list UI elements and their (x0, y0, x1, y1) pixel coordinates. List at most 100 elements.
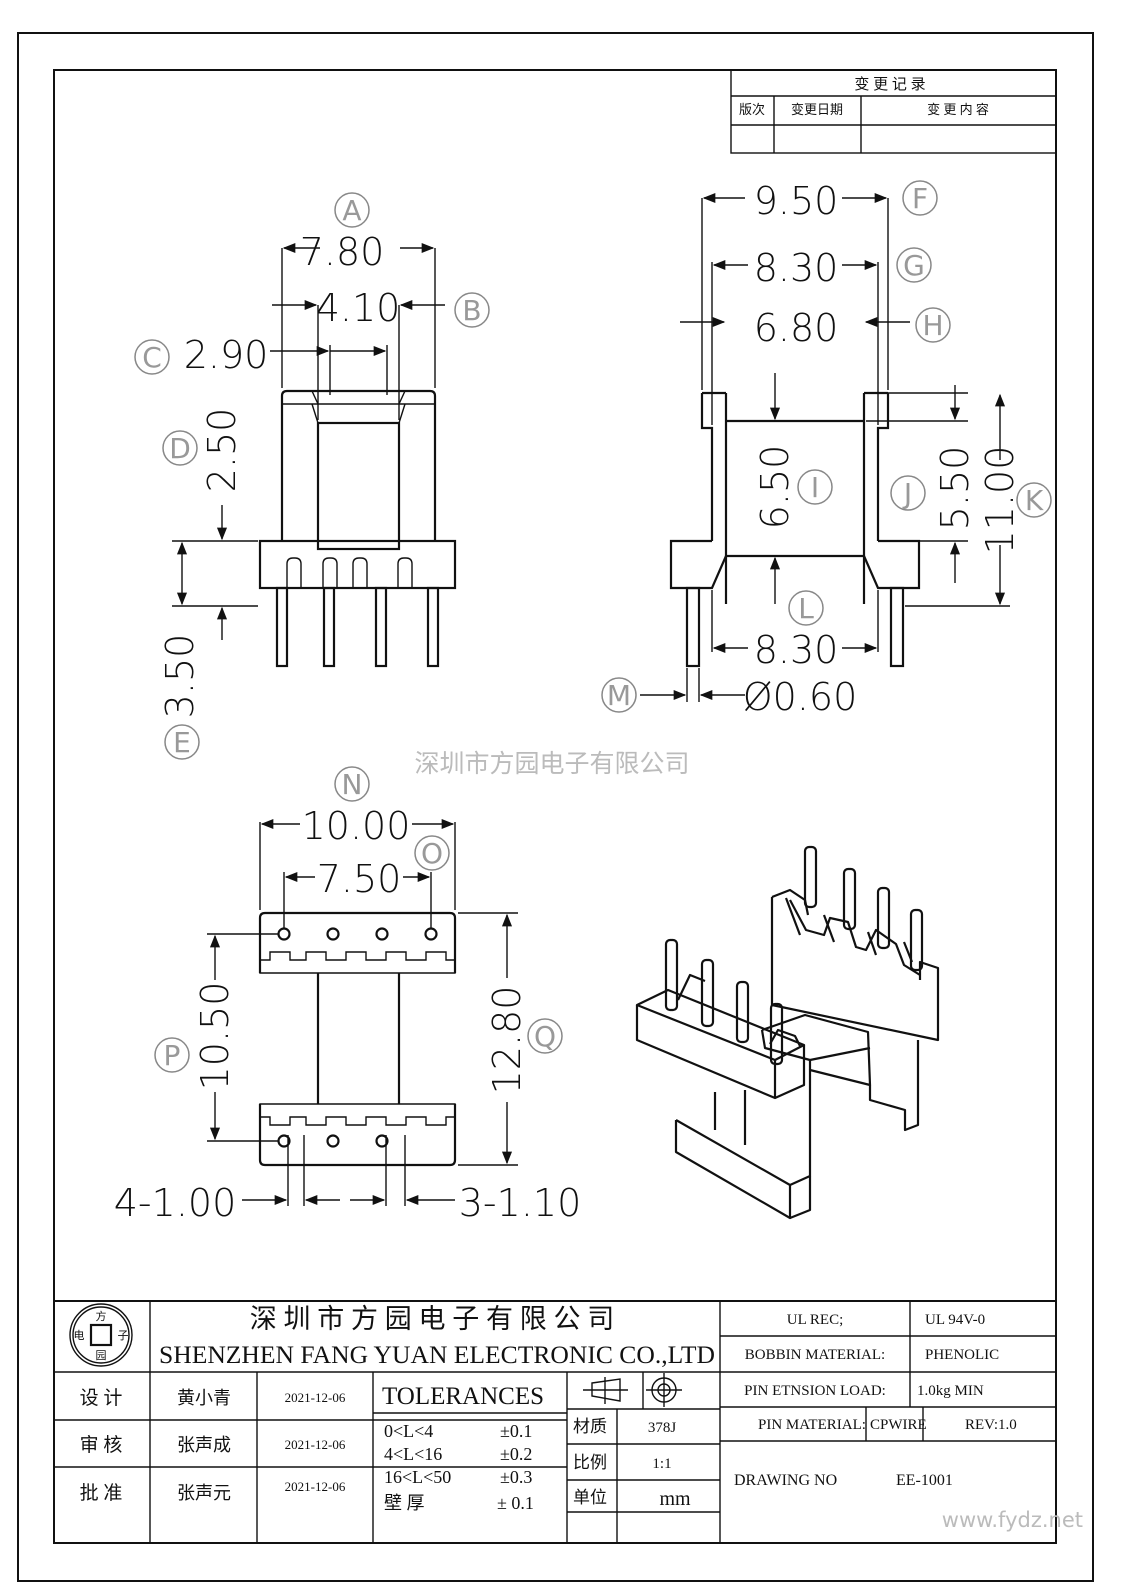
dimension-value-a: 7.80 (300, 230, 385, 274)
center-watermark: 深圳市方园电子有限公司 (414, 749, 689, 778)
revision-header-date: 变更日期 (791, 102, 843, 117)
dimension-value-e: 3.50 (158, 634, 202, 719)
dimension-letter-circle-i (797, 469, 833, 505)
dimension-value-f: 9.50 (754, 179, 839, 223)
dimension-letter-circle-d (162, 430, 198, 466)
dimension-value-j: 5.50 (933, 446, 977, 531)
role-review: 审 核 (80, 1434, 123, 1456)
dimension-letter-q: Q (534, 1020, 556, 1053)
company-name-en: SHENZHEN FANG YUAN ELECTRONIC CO.,LTD (159, 1342, 715, 1369)
bottom-view (207, 818, 518, 1206)
date-review: 2021-12-06 (285, 1437, 346, 1452)
dimension-letter-m: M (607, 679, 631, 712)
dimension-letter-circle-m (601, 677, 637, 713)
tol-value-1: ±0.1 (500, 1421, 532, 1441)
name-review: 张声成 (177, 1435, 231, 1455)
isometric-view (635, 845, 940, 1220)
dimension-value-q: 12.80 (485, 986, 529, 1095)
dimension-letter-f: F (912, 182, 928, 215)
unit-label: 单位 (573, 1488, 607, 1507)
revision-number: REV:1.0 (965, 1417, 1017, 1433)
dimension-value-m: Ø0.60 (743, 675, 858, 719)
revision-header-version: 版次 (739, 102, 765, 117)
dimension-value-k: 11.00 (978, 446, 1022, 555)
pin-callout-left: 4-1.00 (114, 1181, 237, 1225)
company-name-cn: 深 圳 市 方 园 电 子 有 限 公 司 (250, 1304, 615, 1334)
dimension-letter-o: O (421, 837, 443, 870)
front-view (172, 242, 457, 668)
company-logo: 方 电 子 园 (69, 1303, 133, 1367)
dimension-letter-e: E (173, 726, 191, 759)
dimension-letter-circle-b (454, 292, 490, 328)
dimension-value-g: 8.30 (754, 246, 839, 290)
dimension-letter-p: P (164, 1039, 181, 1072)
dimension-letter-circle-c (134, 339, 170, 375)
dimension-letter-n: N (342, 768, 363, 801)
name-approve: 张声元 (177, 1483, 231, 1503)
date-approve: 2021-12-06 (285, 1479, 346, 1494)
dimension-letter-a: A (342, 194, 361, 227)
pin-load-label: PIN ETNSION LOAD: (744, 1383, 886, 1399)
scale-label: 比例 (573, 1453, 607, 1472)
drawing-no-value: EE-1001 (896, 1472, 953, 1489)
dimension-value-b: 4.10 (316, 286, 401, 330)
dimension-letter-h: H (922, 309, 943, 342)
revision-table-title: 变 更 记 录 (854, 76, 925, 93)
bobbin-material-value: PHENOLIC (925, 1347, 999, 1363)
material-value: 378J (648, 1420, 677, 1436)
outer-frame (17, 32, 1094, 1582)
projection-symbol-icon (583, 1373, 682, 1407)
logo-char-bottom: 园 (96, 1349, 107, 1362)
tol-value-2: ±0.2 (500, 1444, 532, 1464)
dimension-value-h: 6.80 (754, 306, 839, 350)
dimension-letter-l: L (798, 592, 814, 625)
dimension-letter-circle-p (154, 1037, 190, 1073)
drawing-no-label: DRAWING NO (734, 1472, 837, 1489)
material-label: 材质 (573, 1417, 607, 1436)
revision-header-content: 变 更 内 容 (927, 102, 989, 117)
logo-char-left: 电 (74, 1329, 85, 1342)
dimension-letter-circle-f (902, 180, 938, 216)
dimension-value-i: 6.50 (753, 445, 797, 530)
dimension-value-p: 10.50 (193, 982, 237, 1091)
dimension-letter-circle-l (788, 590, 824, 626)
dimension-letter-g: G (903, 249, 925, 282)
dimension-letter-circle-h (915, 307, 951, 343)
dimension-value-n: 10.00 (302, 804, 411, 848)
dimension-letter-j: J (902, 477, 912, 510)
dimension-value-c: 2.90 (184, 333, 269, 377)
revision-table: 变 更 记 录 版次 变更日期 变 更 内 容 (730, 69, 1057, 154)
dimension-value-o: 7.50 (317, 857, 402, 901)
dimension-letter-circle-q (527, 1018, 563, 1054)
dimension-letter-c: C (142, 341, 162, 374)
dimension-letter-circle-e (164, 724, 200, 760)
dimension-value-d: 2.50 (200, 408, 244, 493)
role-design: 设 计 (80, 1387, 123, 1409)
unit-value: mm (659, 1488, 691, 1510)
scale-value: 1:1 (652, 1456, 671, 1472)
pin-material-label: PIN MATERIAL: (758, 1417, 866, 1433)
tol-value-4: ± 0.1 (497, 1493, 534, 1513)
ul-rec-value: UL 94V-0 (925, 1312, 985, 1328)
tol-range-1: 0<L<4 (384, 1421, 433, 1441)
date-design: 2021-12-06 (285, 1390, 346, 1405)
dimension-letter-b: B (462, 294, 481, 327)
dimension-letter-circle-a (334, 192, 370, 228)
pin-callout-right: 3-1.10 (459, 1181, 582, 1225)
dimension-letter-circle-n (334, 766, 370, 802)
corner-watermark: www.fydz.net (942, 1508, 1083, 1532)
dimension-letter-k: K (1025, 484, 1044, 517)
dimension-letter-circle-g (896, 247, 932, 283)
dimension-letter-circle-o (414, 835, 450, 871)
dimension-letter-circle-j (890, 475, 926, 511)
pin-material-value: CPWIRE (870, 1417, 927, 1433)
role-approve: 批 准 (80, 1482, 123, 1504)
tol-range-3: 16<L<50 (384, 1467, 451, 1487)
title-block: 方 电 子 园 深 圳 市 方 园 电 子 有 限 公 司 SHENZHEN F… (54, 1300, 1056, 1543)
dimension-letter-circle-k (1016, 482, 1052, 518)
tol-range-4: 壁 厚 (384, 1493, 425, 1513)
tol-range-2: 4<L<16 (384, 1444, 442, 1464)
logo-char-right: 子 (118, 1329, 129, 1342)
